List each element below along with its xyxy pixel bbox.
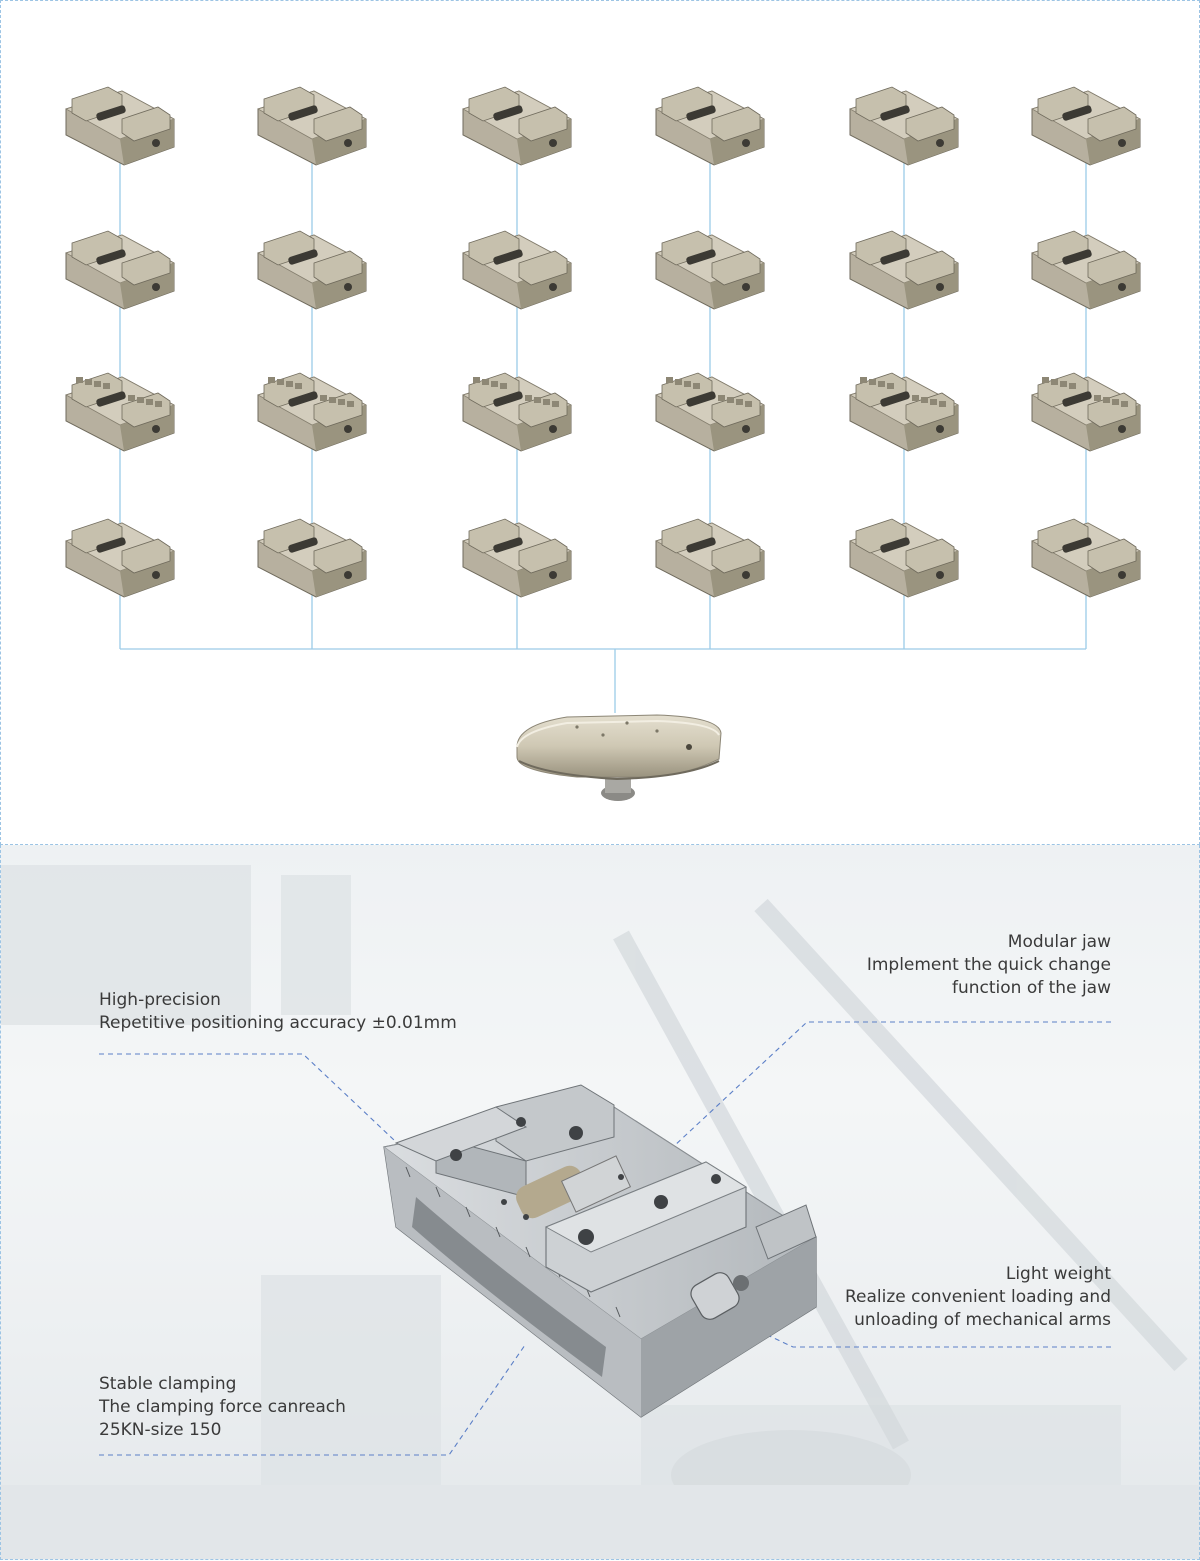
- vise-icon: [459, 213, 575, 313]
- feature-modular-jaw: Modular jaw Implement the quick change f…: [761, 931, 1111, 1000]
- feature-light-weight: Light weight Realize convenient loading …: [761, 1263, 1111, 1332]
- vise-icon: [846, 501, 962, 601]
- feature-high-precision: High-precision Repetitive positioning ac…: [99, 989, 519, 1035]
- feature-title: Light weight: [1005, 1264, 1111, 1284]
- vise-icon: [254, 355, 370, 455]
- vise-icon: [846, 69, 962, 169]
- vise-icon: [459, 69, 575, 169]
- feature-description: The clamping force canreach: [99, 1397, 346, 1417]
- feature-description: 25KN-size 150: [99, 1420, 222, 1440]
- vise-icon: [652, 213, 768, 313]
- modular-vise-family-section: [0, 0, 1200, 845]
- vise-icon: [254, 501, 370, 601]
- vise-icon: [1028, 501, 1144, 601]
- vise-icon: [459, 501, 575, 601]
- vise-icon: [1028, 213, 1144, 313]
- feature-title: High-precision: [99, 990, 221, 1010]
- feature-description: Implement the quick change: [866, 955, 1111, 975]
- vise-icon: [254, 213, 370, 313]
- leader-lines: [99, 1021, 1111, 1456]
- feature-description: function of the jaw: [952, 978, 1111, 998]
- vise-icon: [62, 213, 178, 313]
- vise-icon: [652, 355, 768, 455]
- machine-background-image: [1, 865, 1199, 1559]
- vise-icon: [62, 355, 178, 455]
- feature-section: Modular jaw Implement the quick change f…: [0, 845, 1200, 1560]
- vise-icon: [254, 69, 370, 169]
- vise-icon: [62, 69, 178, 169]
- vise-icon: [459, 355, 575, 455]
- feature-description: unloading of mechanical arms: [854, 1310, 1111, 1330]
- vise-icon: [846, 355, 962, 455]
- vise-icon: [652, 501, 768, 601]
- vise-icon: [1028, 355, 1144, 455]
- feature-description: Repetitive positioning accuracy ±0.01mm: [99, 1013, 457, 1033]
- vise-icon: [652, 69, 768, 169]
- vise-icon: [846, 213, 962, 313]
- feature-title: Modular jaw: [1007, 932, 1111, 952]
- feature-title: Stable clamping: [99, 1374, 237, 1394]
- vise-icon: [1028, 69, 1144, 169]
- feature-description: Realize convenient loading and: [844, 1287, 1111, 1307]
- zero-point-base-icon: [507, 705, 729, 809]
- feature-stable-clamping: Stable clamping The clamping force canre…: [99, 1373, 419, 1442]
- vise-icon: [62, 501, 178, 601]
- precision-vise-icon: [376, 1077, 826, 1442]
